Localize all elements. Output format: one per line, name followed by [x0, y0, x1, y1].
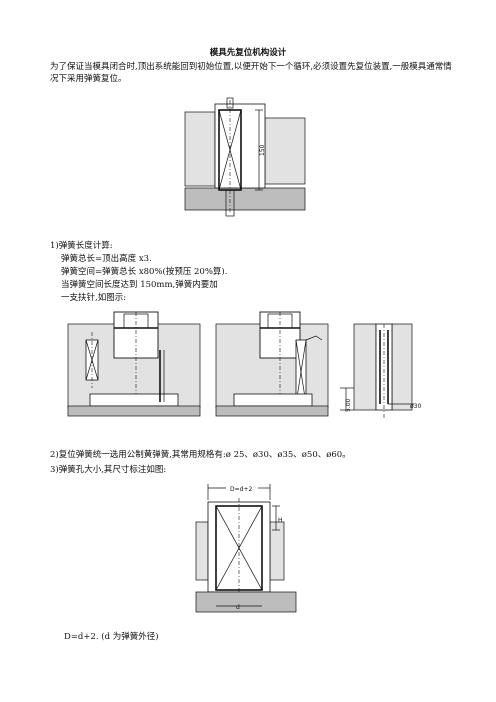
fig1-dim-label: 150 — [259, 144, 266, 156]
fig1-bottom-plate — [184, 187, 306, 211]
section1-line-4: 一支扶针,如图示: — [61, 293, 127, 303]
figure-guide-pin-middle — [215, 311, 329, 417]
section3-text: 3)弹簧孔大小,其尺寸标注如图: — [50, 465, 167, 475]
fig4-dim-bottom: d — [236, 604, 240, 611]
fig4-dim-h: H — [278, 517, 283, 524]
figure-pin-detail: 5.00 ø30 — [340, 323, 421, 420]
section2-text: 2)复位弹簧统一选用公制黄弹簧,其常用规格有:ø 25、ø30、ø35、ø50、… — [50, 450, 351, 460]
figure-guide-pin-left — [67, 311, 201, 417]
section1-heading: 1)弹簧长度计算: — [50, 241, 113, 251]
fig3-dim-vertical: 5.00 — [345, 398, 352, 412]
figure-spring-in-mold: 150 — [184, 97, 306, 217]
figure-spring-hole: D=d+2 H d — [195, 484, 297, 613]
fig1-left-plate — [184, 111, 216, 187]
section1-line-3: 当弹簧空间长度达到 150mm,弹簧内要加 — [61, 280, 218, 290]
fig3-dim-diameter: ø30 — [410, 403, 421, 410]
fig4-dim-top: D=d+2 — [230, 486, 252, 493]
section1-line-1: 弹簧总长=顶出高度 x3. — [61, 254, 152, 264]
section1-line-2: 弹簧空间=弹簧总长 x80%(按预压 20%算). — [61, 267, 228, 277]
intro-paragraph: 为了保证当模具闭合时,顶出系统能回到初始位置,以便开始下一个循环,必须设置先复位… — [50, 62, 452, 84]
page-title: 模具先复位机构设计 — [209, 48, 287, 58]
formula-text: D=d+2. (d 为弹簧外径) — [64, 632, 159, 642]
fig1-right-plate — [264, 117, 306, 185]
fig2b-bottom-plate — [215, 405, 329, 417]
fig2a-bottom-plate — [67, 405, 201, 417]
